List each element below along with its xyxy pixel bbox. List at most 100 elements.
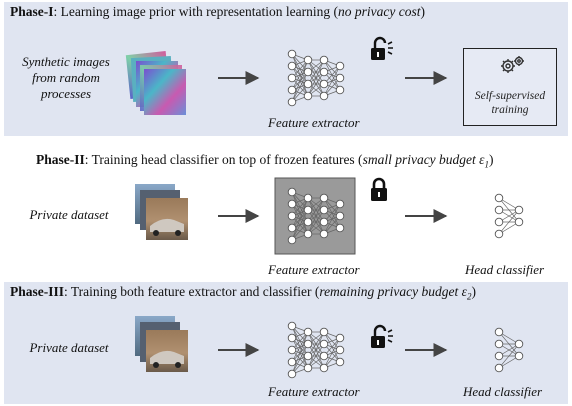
network-edge: [291, 59, 309, 103]
network-node: [287, 235, 297, 245]
phase3-source-label: Private dataset: [29, 340, 109, 355]
phase2-head-label: Head classifier: [465, 262, 545, 277]
phase2-source-label: Private dataset: [29, 207, 109, 222]
network-node: [287, 73, 297, 83]
network-node: [514, 205, 524, 215]
network-node: [494, 363, 504, 373]
network-edge: [498, 209, 520, 235]
network-node: [514, 339, 524, 349]
network-node: [335, 333, 345, 343]
network-node: [494, 339, 504, 349]
network-edge: [291, 209, 309, 241]
network-node: [335, 61, 345, 71]
network-node: [335, 199, 345, 209]
network-edge: [307, 197, 325, 223]
network-edge: [307, 331, 325, 357]
network-edge: [291, 59, 309, 91]
network-node: [303, 217, 313, 227]
gears-icon: [501, 56, 524, 73]
network-edge: [323, 337, 341, 369]
neural-network-icon: [287, 187, 345, 245]
network-edge: [323, 203, 341, 235]
network-node: [494, 193, 504, 203]
network-node: [303, 229, 313, 239]
network-node: [303, 79, 313, 89]
phase1-heading: Phase-I: Learning image prior with repre…: [10, 4, 426, 19]
network-node: [287, 199, 297, 209]
network-node: [287, 85, 297, 95]
network-node: [303, 91, 313, 101]
network-node: [319, 339, 329, 349]
self-supervised-label: Self-supervised training: [474, 90, 546, 116]
network-node: [319, 217, 329, 227]
network-edge: [323, 65, 341, 97]
phase3-extractor-label: Feature extractor: [268, 384, 360, 399]
network-node: [494, 351, 504, 361]
network-node: [319, 67, 329, 77]
network-node: [335, 223, 345, 233]
network-node: [494, 205, 504, 215]
network-node: [335, 85, 345, 95]
network-edge: [291, 71, 309, 103]
network-node: [287, 333, 297, 343]
arrow-icon: [218, 71, 448, 357]
unlock-icon: [371, 324, 393, 348]
network-node: [319, 229, 329, 239]
network-node: [287, 61, 297, 71]
image-stack-icon: [135, 184, 188, 240]
network-edge: [291, 197, 309, 229]
neural-network-icon: [287, 321, 345, 379]
network-node: [335, 73, 345, 83]
network-node: [319, 363, 329, 373]
network-edge: [307, 59, 325, 97]
network-node: [335, 211, 345, 221]
network-edge: [291, 331, 309, 375]
neural-network-icon: [287, 49, 345, 107]
network-node: [287, 187, 297, 197]
phase3-panel: Phase-III: Training both feature extract…: [4, 282, 568, 404]
network-node: [494, 229, 504, 239]
network-edge: [307, 59, 325, 85]
phase1-extractor-label: Feature extractor: [268, 115, 360, 130]
phase3-heading: Phase-III: Training both feature extract…: [10, 284, 476, 302]
network-node: [287, 223, 297, 233]
network-node: [319, 91, 329, 101]
network-edge: [498, 343, 520, 369]
network-node: [287, 357, 297, 367]
network-node: [303, 363, 313, 373]
network-node: [287, 49, 297, 59]
phase1-source-label: Synthetic images from random processes: [22, 54, 110, 101]
network-node: [319, 193, 329, 203]
network-node: [287, 211, 297, 221]
network-node: [303, 55, 313, 65]
phase3-head-label: Head classifier: [463, 384, 543, 399]
network-edge: [291, 343, 309, 375]
network-node: [494, 217, 504, 227]
network-edge: [291, 197, 309, 241]
network-node: [335, 345, 345, 355]
neural-network-icon: [494, 327, 524, 373]
network-node: [335, 357, 345, 367]
network-node: [303, 327, 313, 337]
network-node: [287, 321, 297, 331]
network-edge: [307, 197, 325, 235]
network-edge: [307, 71, 325, 97]
network-node: [303, 205, 313, 215]
network-node: [303, 351, 313, 361]
unlock-icon: [371, 36, 393, 60]
network-node: [319, 351, 329, 361]
network-node: [319, 55, 329, 65]
network-edge: [307, 331, 325, 369]
network-node: [514, 217, 524, 227]
image-stack-icon: [135, 316, 188, 372]
neural-network-icon: [494, 193, 524, 239]
network-edge: [291, 331, 309, 363]
phase2-extractor-label: Feature extractor: [268, 262, 360, 277]
network-node: [319, 205, 329, 215]
network-node: [287, 345, 297, 355]
network-node: [319, 79, 329, 89]
phase2-heading: Phase-II: Training head classifier on to…: [36, 152, 494, 170]
network-node: [303, 67, 313, 77]
network-edge: [307, 209, 325, 235]
